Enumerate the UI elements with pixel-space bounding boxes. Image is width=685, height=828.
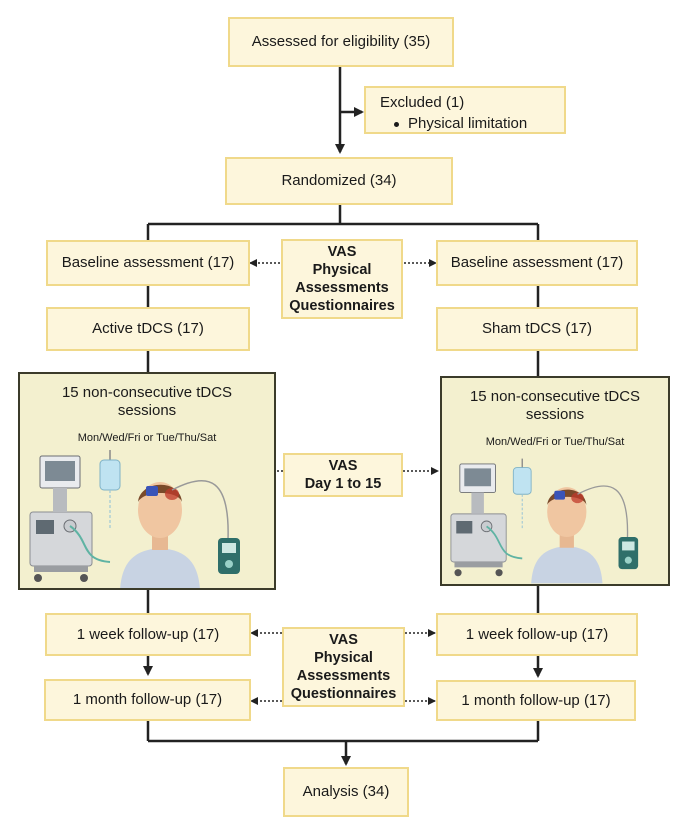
medical-machine-icon: [450, 463, 523, 577]
assessed-box: Assessed for eligibility (35): [228, 17, 454, 67]
excluded-reason: Physical limitation: [408, 115, 528, 132]
measures-daily-box: VAS Day 1 to 15: [283, 453, 403, 497]
measure-questionnaires: Questionnaires: [290, 686, 397, 703]
right-week-followup-box: 1 week follow-up (17): [436, 613, 638, 656]
measure-days: Day 1 to 15: [304, 476, 382, 492]
measure-physical: Physical: [314, 649, 373, 666]
measure-vas: VAS: [327, 243, 357, 260]
right-sessions-panel: 15 non-consecutive tDCS sessions Mon/Wed…: [440, 376, 670, 586]
right-sessions-title-line1: 15 non-consecutive tDCS: [469, 388, 641, 405]
left-treatment-box: Active tDCS (17): [46, 307, 250, 351]
tdcs-setup-illustration: [450, 458, 639, 584]
left-sessions-title-line1: 15 non-consecutive tDCS: [61, 384, 233, 401]
right-treatment-label: Sham tDCS (17): [481, 320, 593, 337]
left-sessions-schedule: Mon/Wed/Fri or Tue/Thu/Sat: [77, 432, 217, 444]
left-baseline-box: Baseline assessment (17): [46, 240, 250, 286]
measure-physical: Physical: [312, 261, 372, 278]
excluded-reason-item: Physical limitation: [394, 115, 527, 133]
right-baseline-label: Baseline assessment (17): [450, 254, 624, 271]
analysis-box: Analysis (34): [283, 767, 409, 817]
randomized-box: Randomized (34): [225, 157, 453, 205]
left-treatment-label: Active tDCS (17): [92, 320, 204, 337]
left-week-followup-box: 1 week follow-up (17): [45, 613, 251, 656]
right-sessions-schedule: Mon/Wed/Fri or Tue/Thu/Sat: [485, 436, 625, 448]
right-month-followup-box: 1 month follow-up (17): [436, 680, 636, 721]
left-sessions-panel: 15 non-consecutive tDCS sessions Mon/Wed…: [18, 372, 276, 590]
randomized-label: Randomized (34): [281, 172, 397, 189]
excluded-title: Excluded (1): [380, 94, 465, 111]
right-sessions-title: 15 non-consecutive tDCS sessions: [442, 388, 668, 424]
measure-vas: VAS: [329, 631, 358, 648]
measures-followup-box: VAS Physical Assessments Questionnaires: [282, 627, 405, 707]
left-sessions-title: 15 non-consecutive tDCS sessions: [20, 384, 274, 420]
right-baseline-box: Baseline assessment (17): [436, 240, 638, 286]
right-month-followup-label: 1 month follow-up (17): [461, 691, 611, 709]
patient-icon: [531, 487, 603, 584]
measure-assessments: Assessments: [295, 280, 389, 296]
stimulator-device-icon: [618, 537, 639, 570]
tdcs-setup-illustration: [29, 450, 240, 588]
left-sessions-title-line2: sessions: [117, 402, 177, 419]
iv-bag-icon: [99, 450, 121, 530]
patient-icon: [120, 482, 200, 588]
right-week-followup-label: 1 week follow-up (17): [465, 625, 609, 643]
right-treatment-box: Sham tDCS (17): [436, 307, 638, 351]
left-month-followup-label: 1 month follow-up (17): [72, 691, 223, 708]
analysis-label: Analysis (34): [302, 783, 390, 800]
right-sessions-title-line2: sessions: [525, 406, 585, 423]
iv-bag-icon: [512, 458, 532, 530]
measure-questionnaires: Questionnaires: [289, 298, 395, 315]
assessed-label: Assessed for eligibility (35): [251, 33, 431, 50]
measure-assessments: Assessments: [296, 668, 391, 684]
measure-vas: VAS: [328, 457, 358, 474]
left-month-followup-box: 1 month follow-up (17): [44, 679, 251, 721]
medical-machine-icon: [29, 455, 111, 582]
left-baseline-label: Baseline assessment (17): [61, 254, 235, 271]
excluded-box: Excluded (1) Physical limitation: [364, 86, 566, 134]
bullet-icon: [394, 121, 399, 127]
left-week-followup-label: 1 week follow-up (17): [76, 625, 220, 643]
measures-baseline-box: VAS Physical Assessments Questionnaires: [281, 239, 403, 319]
stimulator-device-icon: [218, 538, 240, 574]
